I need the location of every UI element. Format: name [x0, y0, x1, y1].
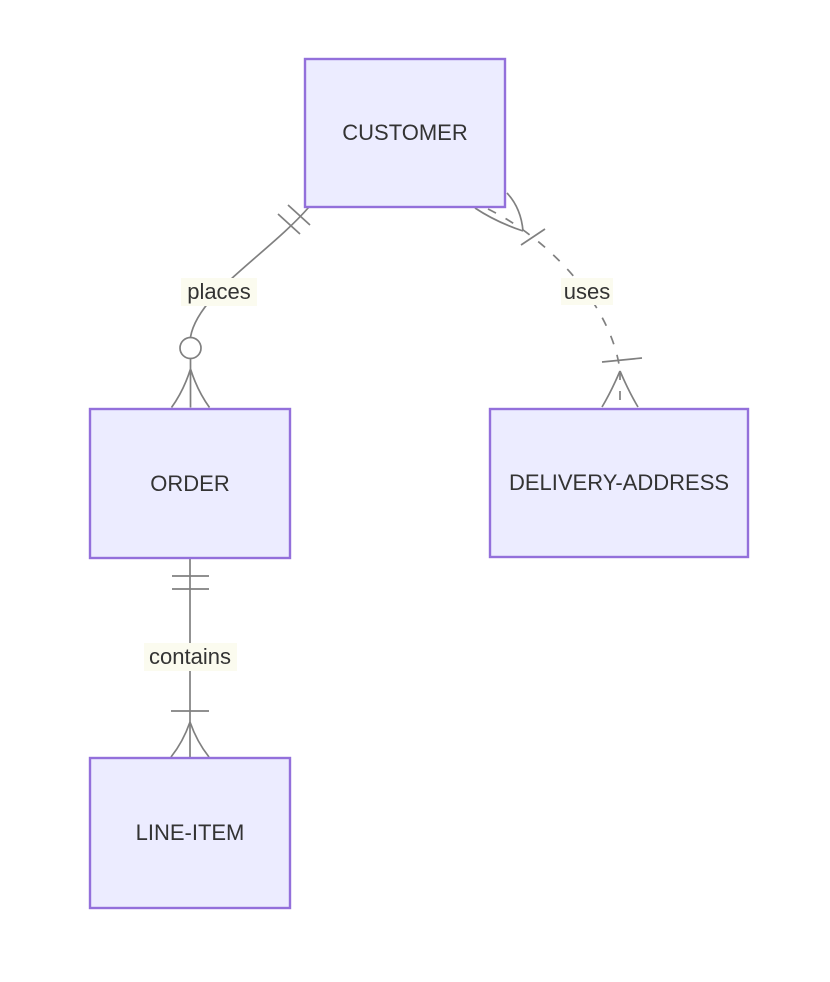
places-order-zero-or-many-marker	[170, 336, 211, 408]
entity-order: ORDER	[88, 407, 292, 560]
zero-circle-icon	[179, 336, 202, 360]
entity-line-item: LINE-ITEM	[88, 756, 292, 910]
contains-label: contains	[144, 643, 237, 671]
relationship-uses: uses	[474, 192, 643, 408]
entity-delivery-address-label: DELIVERY-ADDRESS	[509, 470, 729, 495]
entity-order-label: ORDER	[150, 471, 229, 496]
one-tick-icon	[277, 213, 301, 235]
contains-order-exactly-one-marker	[172, 575, 209, 590]
crow-foot-icon	[619, 370, 639, 408]
entity-delivery-address: DELIVERY-ADDRESS	[488, 407, 750, 559]
entity-customer-label: CUSTOMER	[342, 120, 468, 145]
entity-customer-box	[303, 57, 507, 209]
crow-foot-icon	[474, 207, 524, 232]
entity-line-item-label: LINE-ITEM	[136, 820, 245, 845]
entity-line-item-box	[88, 756, 292, 910]
one-tick-icon	[287, 204, 311, 226]
places-label: places	[181, 278, 257, 306]
crow-foot-icon	[189, 721, 210, 758]
contains-lineitem-one-or-many-marker	[170, 710, 210, 758]
one-tick-icon	[520, 228, 546, 246]
one-tick-icon	[601, 357, 643, 363]
uses-label-background	[561, 278, 613, 305]
uses-label: uses	[561, 278, 613, 305]
crow-foot-icon	[170, 721, 191, 758]
crow-foot-icon	[189, 368, 211, 408]
crow-foot-icon	[601, 370, 621, 408]
crow-foot-icon	[170, 368, 192, 408]
uses-label-text: uses	[564, 279, 610, 304]
entity-order-box	[88, 407, 292, 560]
crow-foot-icon	[506, 192, 524, 232]
places-relationship-line	[189, 206, 310, 338]
relationship-contains: contains	[144, 558, 237, 758]
contains-label-text: contains	[149, 644, 231, 669]
entity-delivery-address-box	[488, 407, 750, 559]
contains-label-background	[144, 643, 237, 671]
uses-customer-one-or-many-marker	[474, 192, 546, 246]
places-label-background	[181, 278, 257, 306]
entity-customer: CUSTOMER	[303, 57, 507, 209]
uses-relationship-line	[487, 208, 621, 372]
relationship-places: places	[170, 204, 311, 408]
uses-address-one-or-many-marker	[601, 357, 643, 408]
places-label-text: places	[187, 279, 251, 304]
places-customer-exactly-one-marker	[277, 204, 311, 235]
